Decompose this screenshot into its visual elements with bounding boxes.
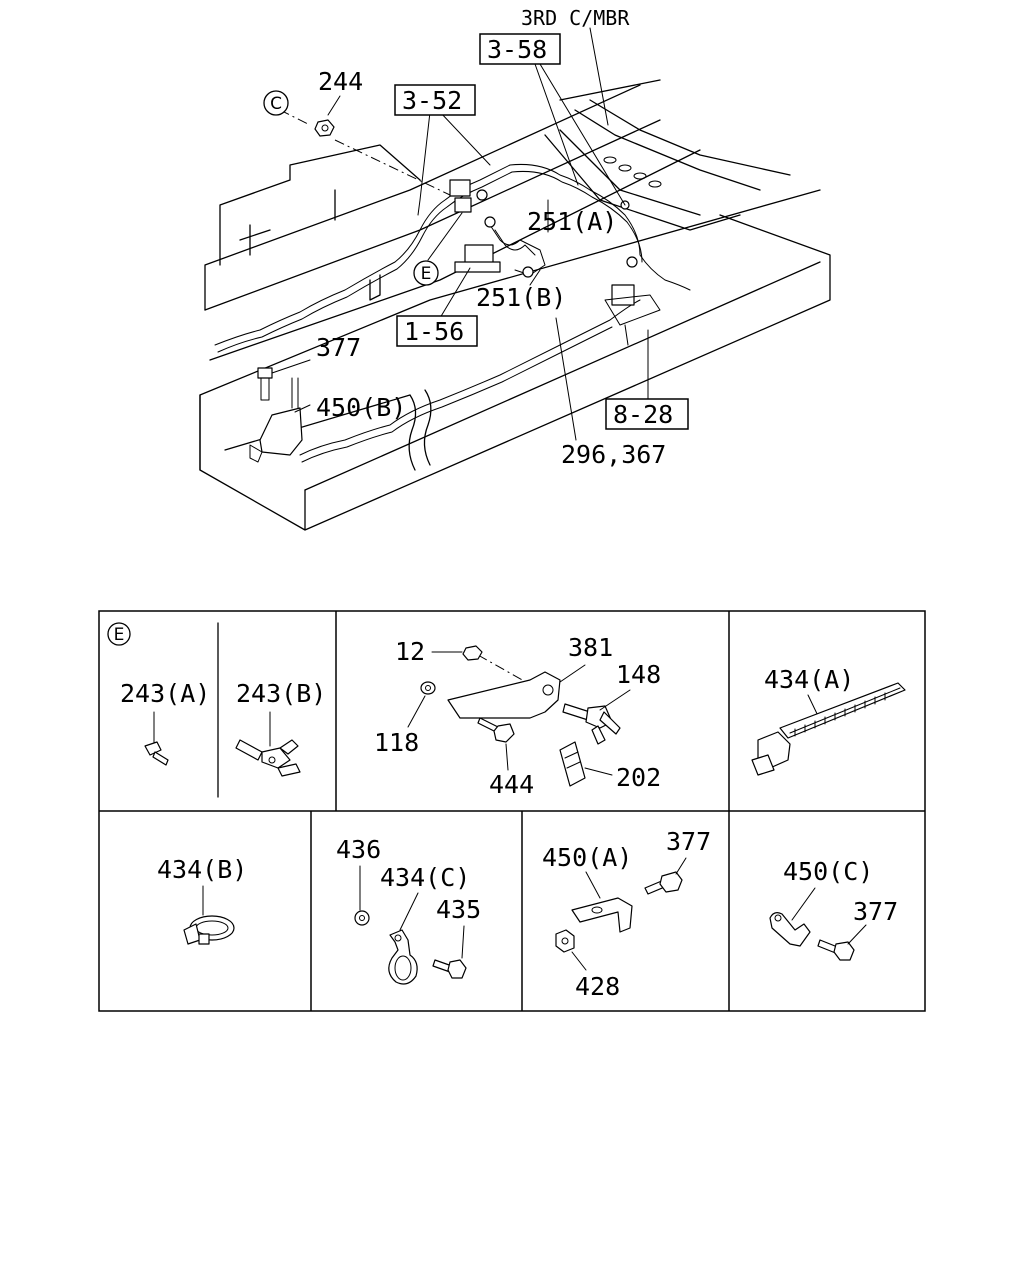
svg-text:E: E bbox=[421, 264, 432, 284]
callout-244: 244 bbox=[318, 67, 363, 96]
washer-118 bbox=[420, 681, 436, 695]
bolt-377-panel-c bbox=[817, 939, 855, 961]
circle-marker-e: E bbox=[413, 260, 439, 286]
panel-450c: 450(C) 377 bbox=[769, 857, 898, 961]
bolt-377-panel-a bbox=[644, 871, 683, 895]
fitting-243b bbox=[235, 739, 301, 777]
bracket-450b bbox=[259, 407, 303, 456]
ref-box-3-52[interactable]: 3-52 bbox=[394, 84, 476, 116]
ref-box-3-58[interactable]: 3-58 bbox=[479, 33, 561, 65]
label-428: 428 bbox=[575, 972, 620, 1001]
panel-bracket-assembly: 12 381 148 118 444 202 bbox=[374, 633, 661, 799]
label-377-panel-a: 377 bbox=[666, 827, 711, 856]
callout-251b: 251(B) bbox=[476, 283, 566, 312]
label-202: 202 bbox=[616, 763, 661, 792]
label-436: 436 bbox=[336, 835, 381, 864]
frame-assembly-drawing bbox=[199, 27, 831, 531]
member-label: 3RD C/MBR bbox=[521, 6, 630, 30]
label-434b: 434(B) bbox=[157, 855, 247, 884]
callout-450b: 450(B) bbox=[316, 393, 406, 422]
panel-434a: 434(A) bbox=[751, 665, 906, 776]
clip-434c bbox=[388, 929, 418, 985]
label-148: 148 bbox=[616, 660, 661, 689]
bracket-450c bbox=[769, 912, 811, 947]
junction-block-2 bbox=[454, 197, 472, 213]
label-450c: 450(C) bbox=[783, 857, 873, 886]
ref-box-1-56-label: 1-56 bbox=[404, 317, 464, 346]
callout-251a: 251(A) bbox=[527, 207, 617, 236]
label-377-panel-c: 377 bbox=[853, 897, 898, 926]
nut-428 bbox=[555, 929, 575, 953]
ref-box-8-28-label: 8-28 bbox=[613, 400, 673, 429]
circle-marker-c: C bbox=[263, 90, 289, 116]
panel-e-marker-circle bbox=[107, 622, 131, 646]
label-434c: 434(C) bbox=[380, 863, 470, 892]
svg-text:C: C bbox=[270, 94, 282, 114]
ref-box-8-28[interactable]: 8-28 bbox=[605, 398, 689, 430]
panel-450a: 450(A) 377 428 bbox=[542, 827, 711, 1001]
label-12: 12 bbox=[395, 637, 425, 666]
label-243a: 243(A) bbox=[120, 679, 210, 708]
nut-12 bbox=[462, 645, 483, 661]
bolt-444 bbox=[477, 717, 515, 743]
label-444: 444 bbox=[489, 770, 534, 799]
clip-202 bbox=[559, 741, 586, 787]
bracket-450a bbox=[571, 897, 633, 933]
label-118: 118 bbox=[374, 728, 419, 757]
bolt-377-head bbox=[257, 367, 273, 379]
fitting-243a bbox=[144, 741, 169, 766]
fitting-148 bbox=[562, 703, 621, 745]
valve-1-56-bracket bbox=[454, 261, 501, 273]
panel-434b: 434(B) bbox=[157, 855, 247, 945]
label-381: 381 bbox=[568, 633, 613, 662]
junction-block-1 bbox=[449, 179, 471, 197]
callout-377: 377 bbox=[316, 333, 361, 362]
label-450a: 450(A) bbox=[542, 843, 632, 872]
nut-244 bbox=[314, 119, 335, 137]
bolt-435 bbox=[432, 959, 467, 979]
bracket-381 bbox=[447, 671, 561, 719]
label-243b: 243(B) bbox=[236, 679, 326, 708]
label-435: 435 bbox=[436, 895, 481, 924]
panel-e-marker: E bbox=[114, 625, 125, 645]
ref-box-3-52-label: 3-52 bbox=[402, 86, 462, 115]
callout-296-367: 296,367 bbox=[561, 440, 666, 469]
panel-434c: 436 434(C) 435 bbox=[336, 835, 481, 985]
detail-grid bbox=[98, 610, 926, 1012]
panel-e: E 243(A) 243(B) bbox=[107, 622, 326, 798]
label-434a: 434(A) bbox=[764, 665, 854, 694]
junction-block-3 bbox=[611, 284, 635, 306]
washer-436 bbox=[354, 910, 370, 926]
ref-box-3-58-label: 3-58 bbox=[487, 35, 547, 64]
ref-box-1-56[interactable]: 1-56 bbox=[396, 315, 478, 347]
